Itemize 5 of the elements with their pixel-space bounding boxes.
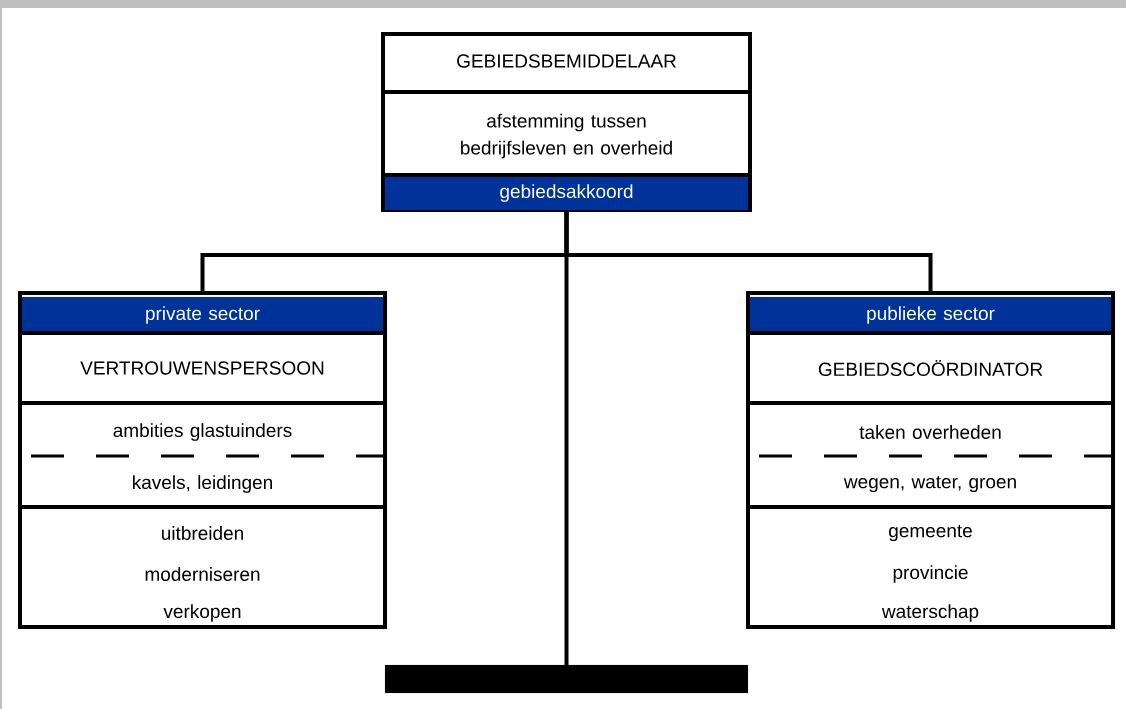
org-box: private sector VERTROUWENSPERSOON ambities glastuinders kavels, leidingen uitbreiden moderniseren verkopen (18, 291, 387, 629)
connector-line (564, 212, 569, 665)
base-bar (384, 664, 749, 694)
org-box: GEBIEDSBEMIDDELAAR afstemming tussen bedrijfsleven en overheid gebiedsakkoord (381, 32, 752, 212)
org-box: publieke sector GEBIEDSCOÖRDINATOR taken overheden wegen, water, groen gemeente provincie waterschap (746, 291, 1115, 629)
